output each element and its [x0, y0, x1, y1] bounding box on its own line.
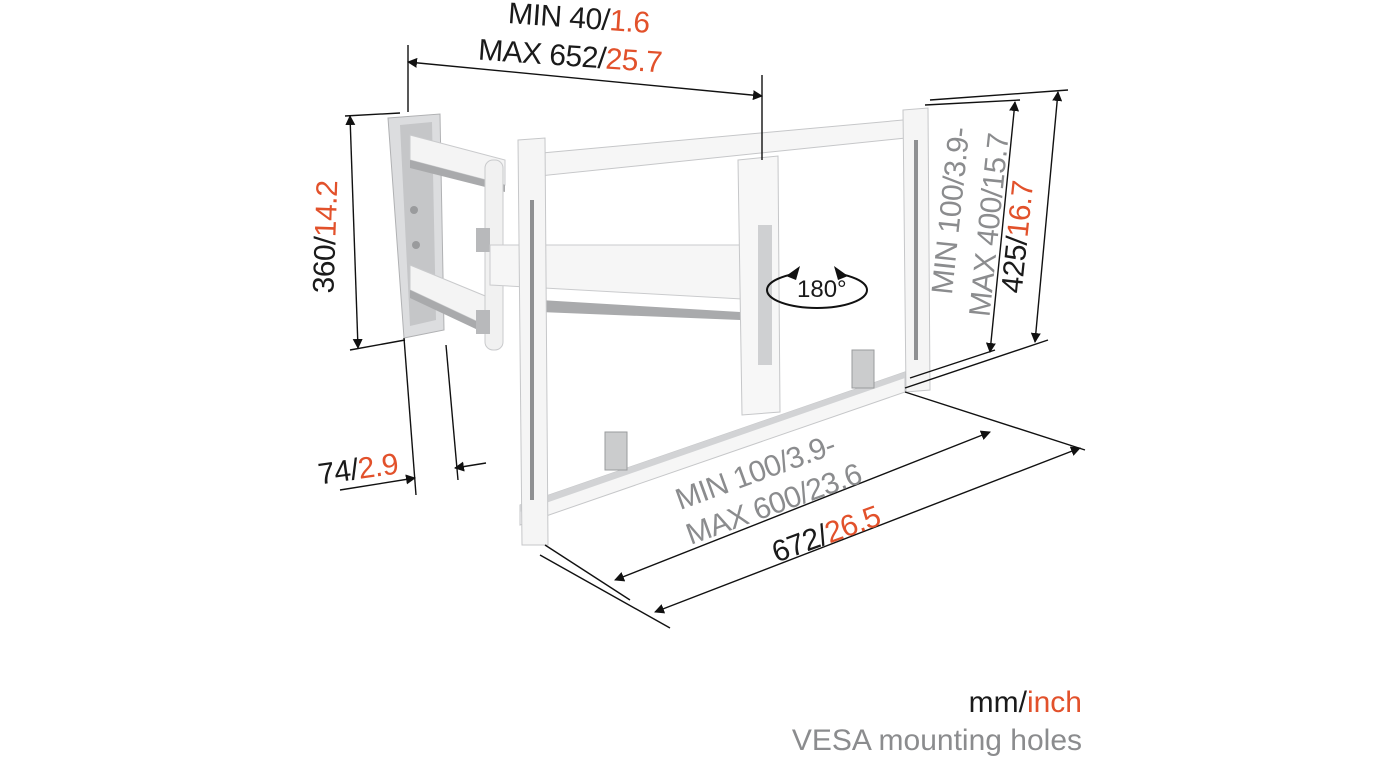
- swivel-180-icon: [766, 266, 868, 309]
- swivel-label: 180°: [797, 276, 847, 303]
- wall-plate-height-label: 360/14.2: [307, 180, 345, 294]
- vesa-legend: VESA mounting holes: [791, 724, 1082, 757]
- units-legend: mm/inch: [968, 686, 1082, 719]
- articulating-arms: [409, 134, 761, 351]
- dimension-lines: [339, 45, 1086, 629]
